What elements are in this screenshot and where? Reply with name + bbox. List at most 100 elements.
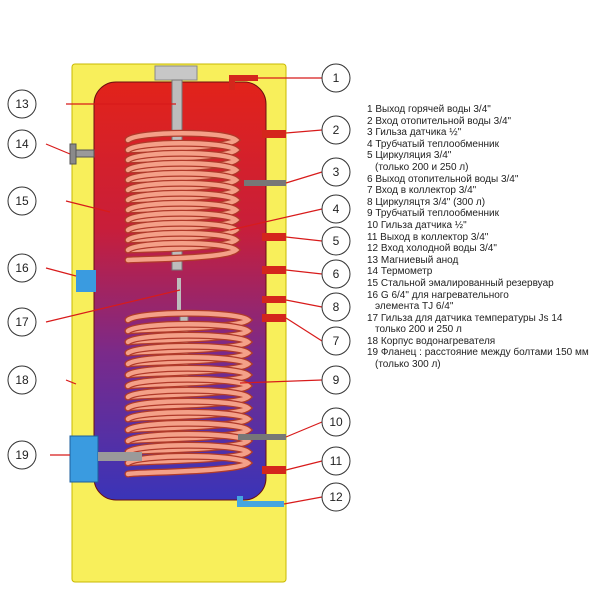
- leader-8: [285, 299, 323, 308]
- flange-stub: [98, 452, 142, 461]
- lower-coil-turn: [125, 322, 252, 345]
- hot-water-outlet-pipe: [229, 75, 258, 90]
- upper-coil-turn: [125, 201, 240, 223]
- callout-number-7: 7: [333, 334, 340, 348]
- legend-item: 3 Гильза датчика ½": [367, 127, 462, 139]
- callout-number-2: 2: [333, 123, 340, 137]
- lower-coil-turn: [125, 443, 252, 466]
- lower-coil-turn: [125, 355, 252, 378]
- anode-cap: [154, 65, 198, 81]
- callout-number-18: 18: [15, 373, 29, 387]
- legend-item: 9 Трубчатый теплообменник: [367, 208, 499, 220]
- port-11: [262, 466, 286, 474]
- callout-circle-9: [321, 365, 351, 395]
- callout-circle-5: [321, 226, 351, 256]
- lower-coil-turn: [125, 333, 252, 356]
- lower-coil-turn: [125, 344, 252, 367]
- flange: [69, 435, 99, 483]
- callout-number-6: 6: [333, 267, 340, 281]
- legend-item: 18 Корпус водонагревателя: [367, 335, 496, 347]
- callout-circle-1: [321, 63, 351, 93]
- legend-item: 15 Стальной эмалированный резервуар: [367, 277, 554, 289]
- callout-number-17: 17: [15, 315, 29, 329]
- legend-item: 8 Циркуляцтя 3/4" (300 л): [367, 196, 486, 208]
- port-3: [244, 180, 286, 186]
- leader-10: [285, 421, 323, 438]
- callout-circle-19: [7, 440, 37, 470]
- upper-coil-turn: [125, 181, 240, 203]
- legend-item: 4 Трубчатый теплообменник: [367, 138, 499, 150]
- callout-number-4: 4: [333, 202, 340, 216]
- leader-2: [285, 129, 323, 134]
- callout-circle-11: [321, 446, 351, 476]
- legend-item: 14 Термометр: [367, 266, 433, 278]
- port-7: [262, 314, 286, 322]
- upper-coil-turn: [125, 221, 240, 243]
- upper-coil-turn: [125, 171, 240, 193]
- legend-item: 1 Выход горячей воды 3/4": [367, 104, 491, 115]
- legend-item: 7 Вход в коллектор 3/4": [367, 185, 477, 197]
- legend-item: только 200 и 250 л: [375, 324, 462, 336]
- callout-circle-8: [321, 292, 351, 322]
- callout-circle-6: [321, 259, 351, 289]
- thermometer-head: [69, 143, 77, 165]
- lower-coil-turn: [125, 377, 252, 400]
- port-2: [262, 130, 286, 138]
- callout-circle-3: [321, 157, 351, 187]
- callout-number-13: 13: [15, 97, 29, 111]
- leader-16: [45, 267, 77, 277]
- legend-item: 2 Вход отопительной воды 3/4": [367, 115, 512, 127]
- callout-circle-2: [321, 115, 351, 145]
- upper-coil-turn: [125, 151, 240, 173]
- callout-number-11: 11: [330, 454, 343, 468]
- legend-item: 10 Гильза датчика ½": [367, 219, 467, 231]
- lower-coil-turn: [125, 366, 252, 389]
- callout-number-15: 15: [15, 194, 29, 208]
- callout-circle-15: [7, 186, 37, 216]
- upper-heat-exchanger-coil: [124, 129, 242, 264]
- legend-item: 17 Гильза для датчика температуры Js 14: [367, 312, 563, 324]
- leader-12: [283, 496, 323, 505]
- legend-item: 11 Выход в коллектор 3/4": [367, 231, 489, 243]
- callout-circle-18: [7, 365, 37, 395]
- upper-coil-turn: [125, 161, 240, 183]
- leader-7: [285, 317, 323, 342]
- callout-number-14: 14: [15, 137, 29, 151]
- callout-circle-14: [7, 129, 37, 159]
- legend-item: 16 G 6/4" для нагревательного: [367, 289, 509, 301]
- legend-item: 5 Циркуляция 3/4": [367, 150, 452, 162]
- callout-circle-7: [321, 326, 351, 356]
- callout-circle-4: [321, 194, 351, 224]
- leader-17: [45, 289, 181, 323]
- legend-item: 6 Выход отопительной воды 3/4": [367, 173, 519, 185]
- leader-15: [65, 200, 111, 213]
- lower-coil-turn: [125, 454, 252, 477]
- callout-number-5: 5: [333, 234, 340, 248]
- leader-3: [285, 171, 323, 184]
- callout-number-9: 9: [333, 373, 340, 387]
- upper-coil-turn: [125, 231, 240, 253]
- leader-11: [285, 460, 323, 471]
- port-5: [262, 233, 286, 241]
- upper-coil-turn: [125, 211, 240, 233]
- legend-item: 19 Фланец : расстояние между болтами 150…: [367, 347, 589, 359]
- lower-coil-turn: [125, 388, 252, 411]
- port-10: [238, 434, 286, 440]
- callout-number-8: 8: [333, 300, 340, 314]
- callout-circle-17: [7, 307, 37, 337]
- upper-coil-turn: [125, 141, 240, 163]
- legend-item: (только 200 и 250 л): [375, 161, 469, 173]
- legend-item: (только 300 л): [375, 359, 441, 371]
- heater-socket: [76, 270, 96, 292]
- anode-rod-lower: [177, 278, 181, 312]
- cold-water-inlet-pipe: [237, 496, 284, 507]
- callout-number-1: 1: [333, 71, 340, 85]
- callout-circle-12: [321, 482, 351, 512]
- leader-6: [285, 269, 323, 275]
- legend-list: 1 Выход горячей воды 3/4"2 Вход отопител…: [367, 104, 599, 371]
- leader-4: [229, 208, 323, 231]
- leader-9: [239, 379, 323, 384]
- lower-coil-turn: [125, 432, 252, 455]
- lower-coil-turn: [125, 410, 252, 433]
